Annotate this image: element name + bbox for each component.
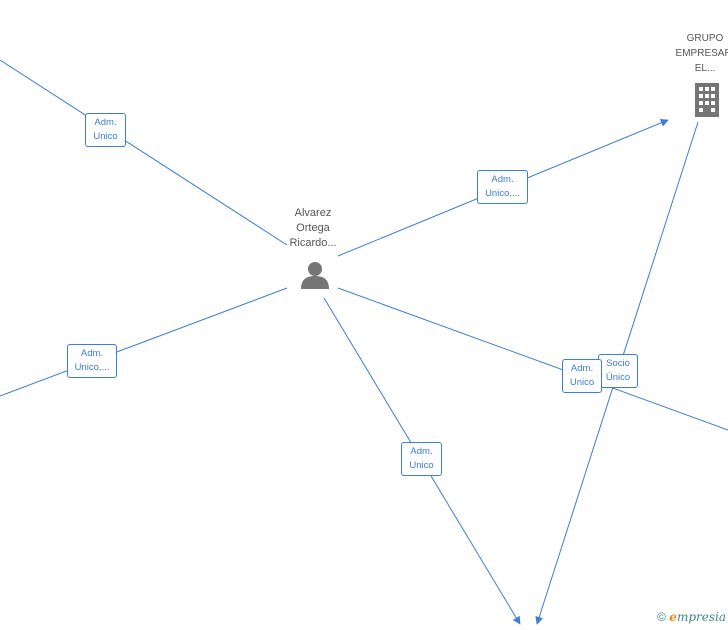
edge-label-right-socio[interactable]: Socio Único bbox=[598, 354, 638, 388]
edge-label-left[interactable]: Adm. Unico,... bbox=[67, 344, 117, 378]
company-name[interactable]: GRUPO EMPRESARI EL... bbox=[660, 31, 728, 76]
copyright-symbol: © bbox=[657, 610, 666, 624]
company-name-line3: EL... bbox=[694, 63, 716, 74]
watermark: © empresia bbox=[657, 610, 726, 624]
edge-label-bottom[interactable]: Adm. Unico bbox=[401, 442, 442, 476]
person-name-line3: Ricardo... bbox=[289, 237, 337, 249]
edge-label-top-left[interactable]: Adm. Unico bbox=[85, 113, 126, 147]
edge-left[interactable] bbox=[0, 287, 288, 397]
person-name-line1: Alvarez bbox=[294, 207, 332, 219]
edge-label-top-right[interactable]: Adm. Unico,... bbox=[477, 170, 528, 204]
edge-person-to-right[interactable] bbox=[337, 287, 728, 431]
person-icon bbox=[301, 262, 329, 289]
company-name-line2: EMPRESARI bbox=[675, 48, 728, 59]
edge-label-right-adm[interactable]: Adm. Unico bbox=[562, 359, 602, 393]
building-icon bbox=[695, 83, 719, 117]
brand-logo: empresia bbox=[669, 610, 726, 624]
edge-top-left[interactable] bbox=[0, 59, 288, 246]
company-name-line1: GRUPO bbox=[686, 33, 724, 44]
person-name[interactable]: Alvarez Ortega Ricardo... bbox=[272, 206, 354, 251]
person-name-line2: Ortega bbox=[296, 222, 330, 234]
